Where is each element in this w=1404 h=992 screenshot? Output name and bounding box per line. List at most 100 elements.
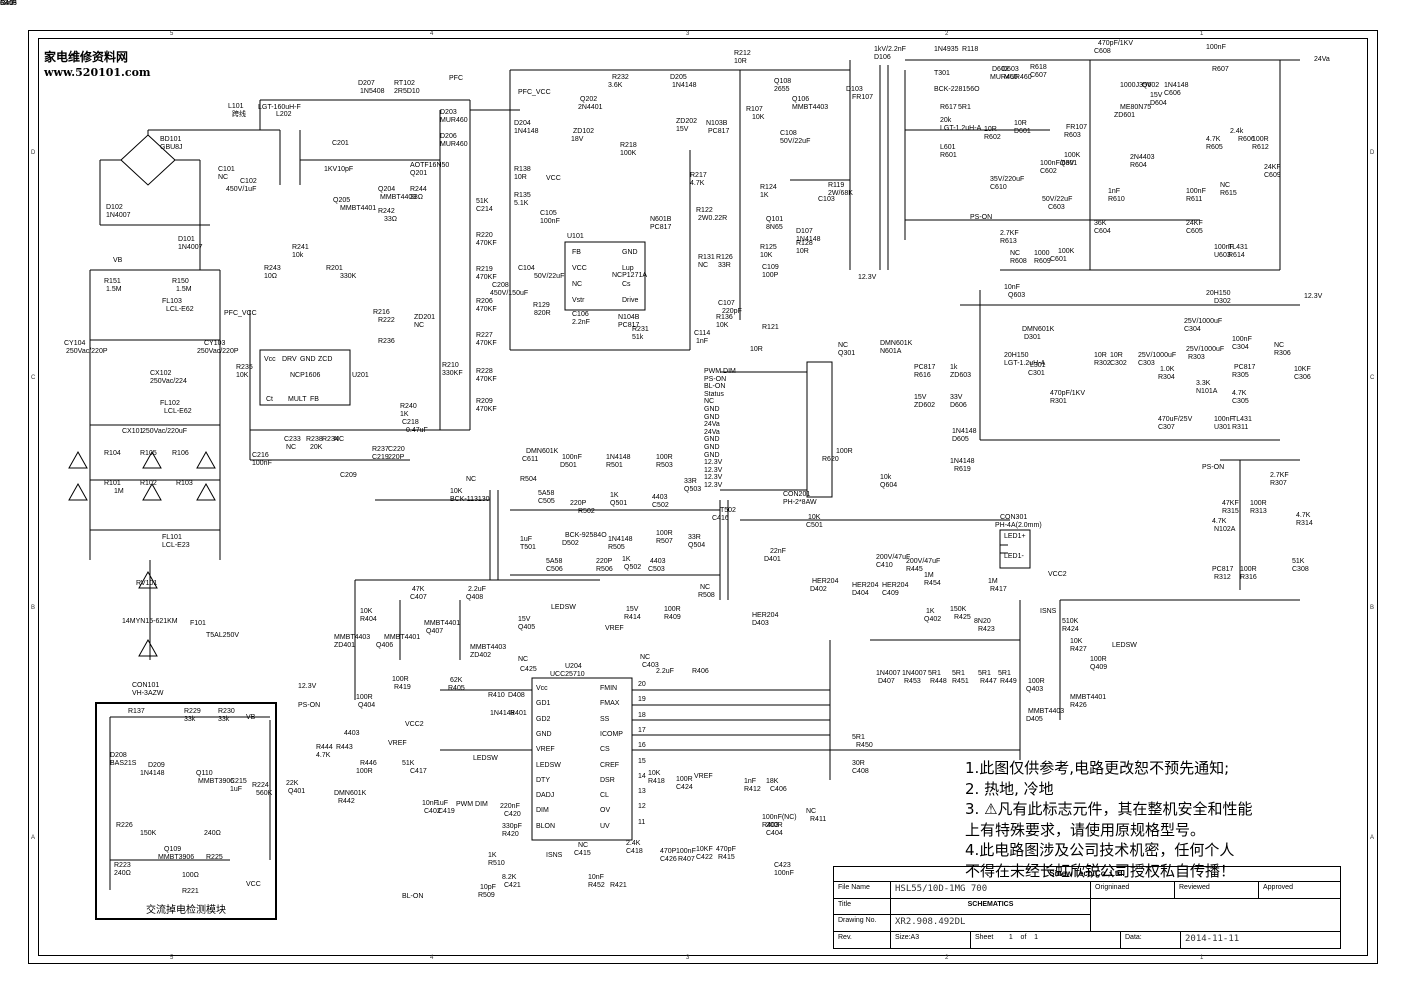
component-label: RT102 — [394, 80, 415, 87]
component-label: 1uF — [436, 800, 449, 807]
tb-drawing-no: XR2.908.492DL — [890, 914, 1090, 931]
component-label: C307 — [1158, 424, 1175, 431]
component-label: 1N4935 — [934, 46, 959, 53]
component-label: 100P — [762, 272, 779, 279]
component-label: TL431 — [1232, 416, 1252, 423]
component-label: R107 — [746, 106, 763, 113]
component-label: D207 — [358, 80, 375, 87]
component-label: R122 — [696, 207, 713, 214]
component-label: D603 — [1002, 66, 1019, 73]
component-label: R410 — [488, 692, 505, 699]
component-label: D203 — [440, 109, 457, 116]
component-label: Q501 — [610, 500, 628, 507]
component-label: 14MYN15-621KM — [122, 618, 178, 625]
con301-pin-2: LED1- — [1004, 553, 1024, 560]
component-label: 4.7K — [690, 180, 705, 187]
component-label: FL101 — [162, 534, 182, 541]
u201-pin: GND — [300, 356, 316, 363]
component-label: T502 — [720, 507, 736, 514]
component-label: 100nF(NC) — [762, 814, 797, 821]
component-label: 5R1 — [958, 104, 971, 111]
brand-url: www.520101.com — [44, 66, 151, 79]
component-label: R413 — [0, 0, 17, 7]
component-label: C104 — [518, 265, 535, 272]
component-label: 330KF — [442, 370, 463, 377]
component-label: PC817 — [1212, 566, 1234, 573]
net-pfc: PFC — [449, 75, 463, 82]
component-label: C423 — [774, 862, 791, 869]
component-label: 100R — [664, 606, 681, 613]
component-label: R243 — [264, 265, 281, 272]
component-label: C218 — [402, 419, 419, 426]
component-label: Q201 — [410, 170, 428, 177]
component-label: N102A — [1214, 526, 1236, 533]
component-label: 100nF — [1186, 188, 1206, 195]
component-label: R501 — [606, 462, 623, 469]
component-label: 1.0K — [1160, 366, 1175, 373]
component-label: 450V/150uF — [490, 290, 529, 297]
component-label: 1N4148 — [952, 428, 977, 435]
component-label: R606 — [1238, 136, 1255, 143]
component-label: R150 — [172, 278, 189, 285]
u204-left-pin: VREF — [536, 746, 555, 754]
con201-pin-label: GND — [704, 451, 720, 459]
component-label: R135 — [514, 192, 531, 199]
component-label: R607 — [1212, 66, 1229, 73]
component-label: CX101 — [122, 428, 144, 435]
u204-right-pin: CS — [600, 746, 610, 754]
component-label: D404 — [852, 590, 869, 597]
component-label: 10K — [648, 770, 661, 777]
component-label: AOTF16N50 — [410, 162, 450, 169]
component-label: 33k — [184, 716, 196, 723]
component-label: R411 — [810, 816, 827, 823]
u204-right-pin: FMAX — [600, 700, 620, 708]
component-label: FL102 — [160, 400, 180, 407]
component-label: NC — [334, 436, 345, 443]
component-label: R103 — [176, 480, 193, 487]
component-label: T5AL250V — [206, 632, 240, 639]
component-label: 330pF — [502, 823, 522, 830]
component-label: NC — [640, 654, 651, 661]
component-label: ZD601 — [1114, 112, 1136, 119]
component-label: MMBT4403 — [792, 104, 829, 111]
component-label: 1.5M — [176, 286, 192, 293]
component-label: R314 — [1296, 520, 1313, 527]
component-label: R508 — [698, 592, 715, 599]
component-label: D302 — [1214, 298, 1231, 305]
component-label: 35V/220uF — [990, 176, 1025, 183]
component-label: N101A — [1196, 388, 1218, 395]
component-label: R444 — [316, 744, 333, 751]
component-label: R420 — [502, 831, 519, 838]
ruler-top-1: 1 — [1200, 31, 1204, 37]
component-label: R418 — [648, 778, 665, 785]
component-label: MUR460 — [1004, 74, 1032, 81]
u204-pin-number: 18 — [638, 711, 646, 719]
component-label: R603 — [1064, 132, 1081, 139]
component-label: 2.2nF — [572, 319, 590, 326]
u204-pin-number: 20 — [638, 681, 646, 688]
component-label: C603 — [1048, 204, 1065, 211]
component-label: R131 — [698, 254, 715, 261]
tb-title: SCHEMATICS — [890, 898, 1090, 914]
component-label: D602 — [992, 66, 1009, 73]
component-label: R451 — [952, 678, 969, 685]
con201-pin-label: PS-ON — [704, 375, 727, 383]
ruler-bottom-5: 5 — [170, 955, 174, 961]
component-label: Q405 — [518, 624, 536, 631]
component-label: D106 — [874, 54, 891, 61]
component-label: 450V/1uF — [226, 186, 257, 193]
ruler-top-5: 5 — [170, 31, 174, 37]
component-label: C308 — [1292, 566, 1309, 573]
component-label: 510K — [1062, 618, 1079, 625]
component-label: BD101 — [160, 136, 182, 143]
u204-left-pin: BLON — [536, 822, 556, 830]
component-label: 33R — [688, 534, 701, 541]
component-label: HER204 — [882, 582, 909, 589]
component-label: R234 — [322, 436, 339, 443]
u204-left-pin: GND — [536, 730, 552, 738]
component-label: R206 — [476, 298, 493, 305]
component-label: MMBT4403 — [470, 644, 507, 651]
component-label: C506 — [546, 566, 563, 573]
ac-power-loss-detection-module — [95, 702, 277, 920]
component-label: 51K — [1292, 558, 1305, 565]
